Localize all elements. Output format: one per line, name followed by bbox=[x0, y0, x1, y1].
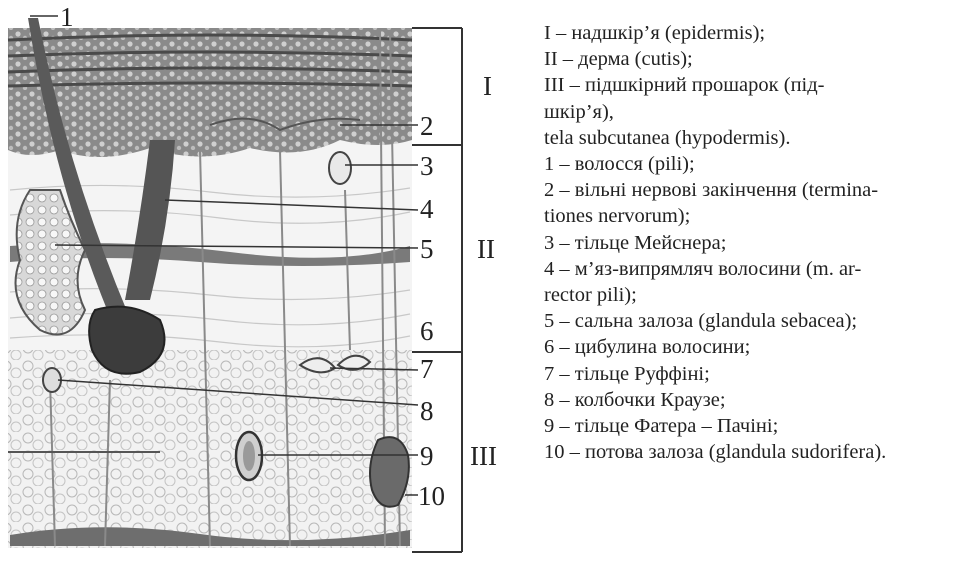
legend-line: rector pili); bbox=[544, 282, 969, 308]
legend-line: tiones nervorum); bbox=[544, 203, 969, 229]
label-epidermis: I bbox=[483, 71, 492, 101]
hair-bulb-shape bbox=[89, 307, 164, 374]
legend-line: шкір’я), bbox=[544, 99, 969, 125]
pacinian-core-shape bbox=[243, 441, 255, 471]
label-dermis: II bbox=[477, 234, 495, 264]
label-sebaceous: 5 bbox=[420, 234, 434, 264]
legend-line: 4 – м’яз-випрямляч волосини (m. ar- bbox=[544, 256, 969, 282]
label-nerve-endings: 2 bbox=[420, 111, 434, 141]
legend-line: tela subcutanea (hypodermis). bbox=[544, 125, 969, 151]
label-arrector: 4 bbox=[420, 194, 434, 224]
label-krause: 8 bbox=[420, 396, 434, 426]
legend-list: I – надшкір’я (epidermis); II – дерма (c… bbox=[544, 20, 969, 465]
legend-line: 1 – волосся (pili); bbox=[544, 151, 969, 177]
epidermis-layer bbox=[8, 28, 412, 157]
legend-line: 10 – потова залоза (glandula sudorifera)… bbox=[544, 439, 969, 465]
legend-line: 9 – тільце Фатера – Пачіні; bbox=[544, 413, 969, 439]
label-pacinian: 9 bbox=[420, 441, 434, 471]
sweat-gland-shape bbox=[370, 437, 409, 507]
legend-line: 5 – сальна залоза (glandula sebacea); bbox=[544, 308, 969, 334]
label-meissner: 3 bbox=[420, 151, 434, 181]
meissner-corpuscle-shape bbox=[329, 152, 351, 184]
legend-line: II – дерма (cutis); bbox=[544, 46, 969, 72]
legend-line: 2 – вільні нервові закінчення (termina- bbox=[544, 177, 969, 203]
legend-line: I – надшкір’я (epidermis); bbox=[544, 20, 969, 46]
legend-line: 3 – тільце Мейснера; bbox=[544, 230, 969, 256]
label-sweat: 10 bbox=[418, 481, 445, 511]
label-bulb: 6 bbox=[420, 316, 434, 346]
legend-line: 6 – цибулина волосини; bbox=[544, 334, 969, 360]
legend-line: 8 – колбочки Краузе; bbox=[544, 387, 969, 413]
tissue-block bbox=[8, 18, 412, 548]
legend-line: 7 – тільце Руффіні; bbox=[544, 361, 969, 387]
label-hair: 1 bbox=[60, 2, 74, 32]
label-hypodermis: III bbox=[470, 441, 497, 471]
label-ruffini: 7 bbox=[420, 354, 434, 384]
layer-bracket bbox=[412, 28, 462, 552]
legend-line: III – підшкірний прошарок (під- bbox=[544, 72, 969, 98]
